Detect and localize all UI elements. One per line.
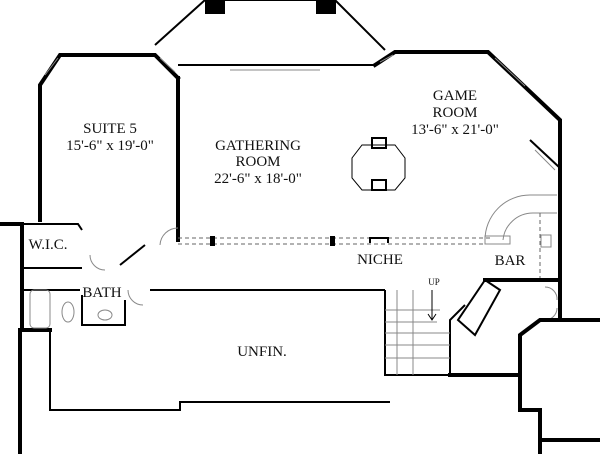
suite-5-size: 15'-6" x 19'-0" xyxy=(66,138,154,154)
stairs-up-label: UP xyxy=(428,277,440,287)
gathering-room-size: 22'-6" x 18'-0" xyxy=(214,171,302,187)
gathering-room-label-1: GATHERING xyxy=(215,138,301,154)
gathering-room-label-2: ROOM xyxy=(235,154,280,170)
bar-label: BAR xyxy=(495,253,526,269)
bath-label: BATH xyxy=(82,285,121,301)
game-room-label-1: GAME xyxy=(433,88,477,104)
game-room-label-2: ROOM xyxy=(432,105,477,121)
suite-5-label: SUITE 5 xyxy=(83,121,137,137)
game-room-size: 13'-6" x 21'-0" xyxy=(411,122,499,138)
wic-label: W.I.C. xyxy=(28,237,67,253)
unfinished-label: UNFIN. xyxy=(237,344,287,360)
niche-label: NICHE xyxy=(357,252,403,268)
